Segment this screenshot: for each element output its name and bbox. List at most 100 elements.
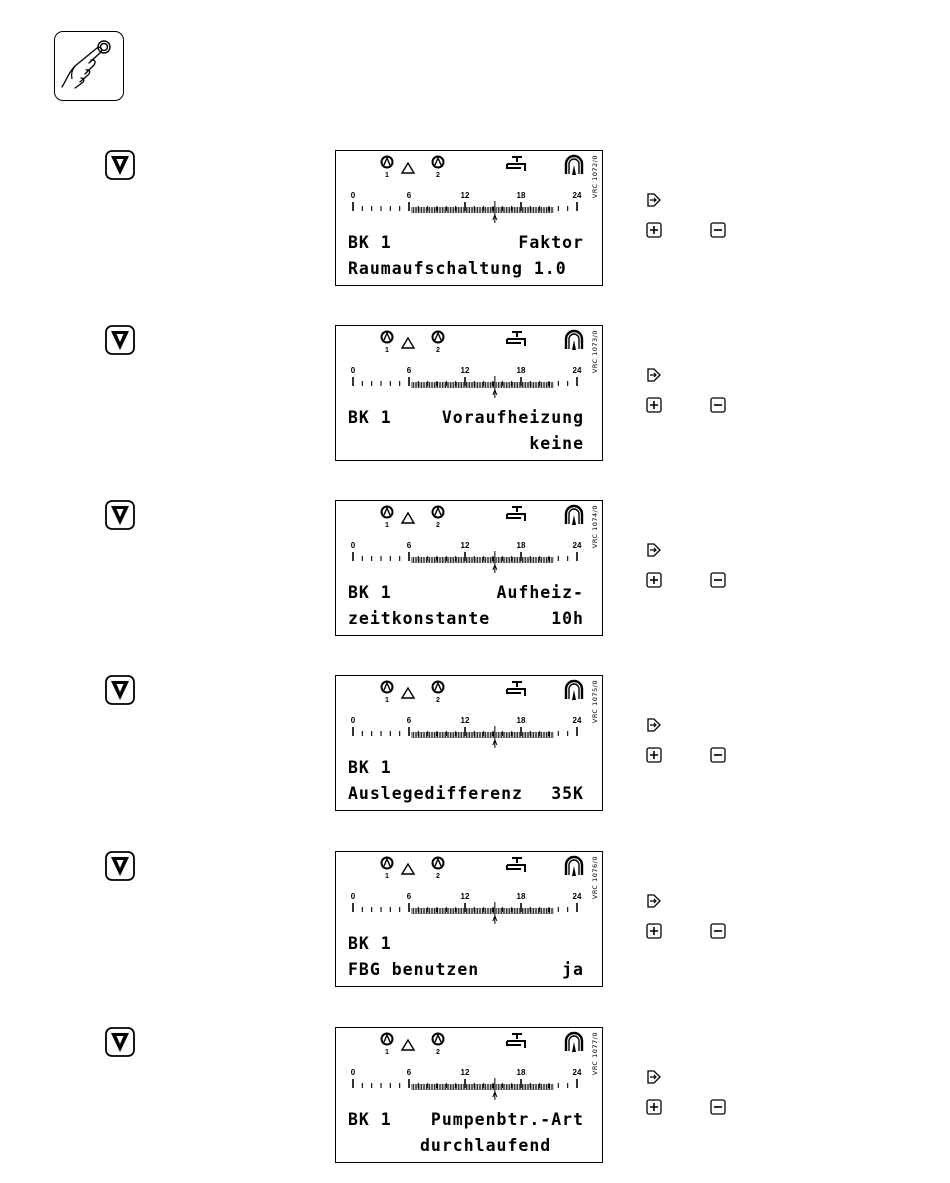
plus-button-icon[interactable]: [646, 397, 662, 413]
scale-label: 12: [461, 541, 470, 550]
scale-label: 0: [351, 892, 356, 901]
key-group: [646, 367, 736, 427]
lcd-parameter-name: Aufheiz-: [496, 583, 584, 602]
lcd-parameter-text: FBG benutzen: [348, 960, 480, 979]
lcd-circuit-label: BK 1: [348, 233, 392, 252]
scale-label: 6: [407, 892, 412, 901]
pump-icon: 1: [380, 505, 394, 529]
lcd-parameter-text: zeitkonstante: [348, 609, 491, 628]
pump-icon: 2: [431, 680, 445, 704]
scale-label: 24: [573, 191, 582, 200]
lcd-parameter-value: 10h: [551, 609, 584, 628]
lcd-parameter-value: durchlaufend: [419, 1136, 584, 1155]
pump-number-label: 2: [436, 873, 440, 880]
scale-label: 18: [517, 1068, 526, 1077]
lcd-line-1: BK 1 Faktor: [348, 233, 584, 253]
lcd-parameter-name: Faktor: [518, 233, 584, 252]
key-group: [646, 717, 736, 777]
figure-code: VRC 1075/0: [591, 680, 599, 724]
enter-arrow-icon[interactable]: [646, 542, 662, 558]
plus-button-icon[interactable]: [646, 1099, 662, 1115]
tap-icon: [506, 506, 526, 521]
pump-number-label: 1: [385, 873, 389, 880]
enter-arrow-icon[interactable]: [646, 717, 662, 733]
minus-button-icon[interactable]: [710, 747, 726, 763]
pump-number-label: 1: [385, 522, 389, 529]
pump-icon: 1: [380, 1032, 394, 1056]
lcd-parameter-text: Raumaufschaltung 1.0: [348, 259, 567, 278]
scale-label: 24: [573, 541, 582, 550]
scale-label: 6: [407, 1068, 412, 1077]
burner-icon: [564, 1031, 584, 1052]
tap-icon: [506, 1033, 526, 1048]
tap-icon: [506, 156, 526, 171]
scale-label: 0: [351, 1068, 356, 1077]
triangle-icon: [400, 511, 416, 524]
pump-number-label: 2: [436, 1049, 440, 1056]
enter-arrow-icon[interactable]: [646, 192, 662, 208]
down-arrow-button-icon[interactable]: [105, 675, 135, 705]
pump-icon: 2: [431, 330, 445, 354]
enter-arrow-icon[interactable]: [646, 367, 662, 383]
plus-button-icon[interactable]: [646, 572, 662, 588]
pump-number-label: 1: [385, 347, 389, 354]
time-marker: [492, 726, 498, 748]
minus-button-icon[interactable]: [710, 397, 726, 413]
plus-button-icon[interactable]: [646, 923, 662, 939]
pump-icon: 2: [431, 155, 445, 179]
lcd-circuit-label: BK 1: [348, 1110, 392, 1129]
scale-label: 12: [461, 892, 470, 901]
lcd-line-1: BK 1: [348, 758, 584, 778]
minus-button-icon[interactable]: [710, 572, 726, 588]
scale-label: 0: [351, 366, 356, 375]
minus-button-icon[interactable]: [710, 1099, 726, 1115]
scale-label: 18: [517, 892, 526, 901]
figure-code: VRC 1073/0: [591, 330, 599, 374]
pump-number-label: 1: [385, 172, 389, 179]
burner-icon: [564, 855, 584, 876]
burner-icon: [564, 329, 584, 350]
lcd-line-2: keine: [348, 434, 584, 454]
plus-button-icon[interactable]: [646, 747, 662, 763]
lcd-line-2: durchlaufend: [348, 1136, 584, 1156]
time-marker: [492, 201, 498, 223]
plus-button-icon[interactable]: [646, 222, 662, 238]
scale-label: 24: [573, 892, 582, 901]
down-arrow-button-icon[interactable]: [105, 1027, 135, 1057]
key-group: [646, 192, 736, 252]
figure-code: VRC 1074/0: [591, 505, 599, 549]
key-group: [646, 893, 736, 953]
time-marker: [492, 376, 498, 398]
scale-label: 12: [461, 191, 470, 200]
down-arrow-button-icon[interactable]: [105, 851, 135, 881]
burner-icon: [564, 504, 584, 525]
scale-label: 18: [517, 191, 526, 200]
figure-code: VRC 1076/0: [591, 856, 599, 900]
enter-arrow-icon[interactable]: [646, 1069, 662, 1085]
pump-number-label: 2: [436, 522, 440, 529]
down-arrow-button-icon[interactable]: [105, 150, 135, 180]
scale-label: 6: [407, 716, 412, 725]
scale-label: 0: [351, 716, 356, 725]
down-arrow-button-icon[interactable]: [105, 500, 135, 530]
down-arrow-button-icon[interactable]: [105, 325, 135, 355]
scale-label: 6: [407, 191, 412, 200]
enter-arrow-icon[interactable]: [646, 893, 662, 909]
scale-label: 24: [573, 716, 582, 725]
scale-label: 24: [573, 366, 582, 375]
lcd-parameter-value: keine: [529, 434, 584, 453]
triangle-icon: [400, 686, 416, 699]
minus-button-icon[interactable]: [710, 222, 726, 238]
lcd-parameter-name: Pumpenbtr.-Art: [430, 1110, 584, 1129]
minus-button-icon[interactable]: [710, 923, 726, 939]
